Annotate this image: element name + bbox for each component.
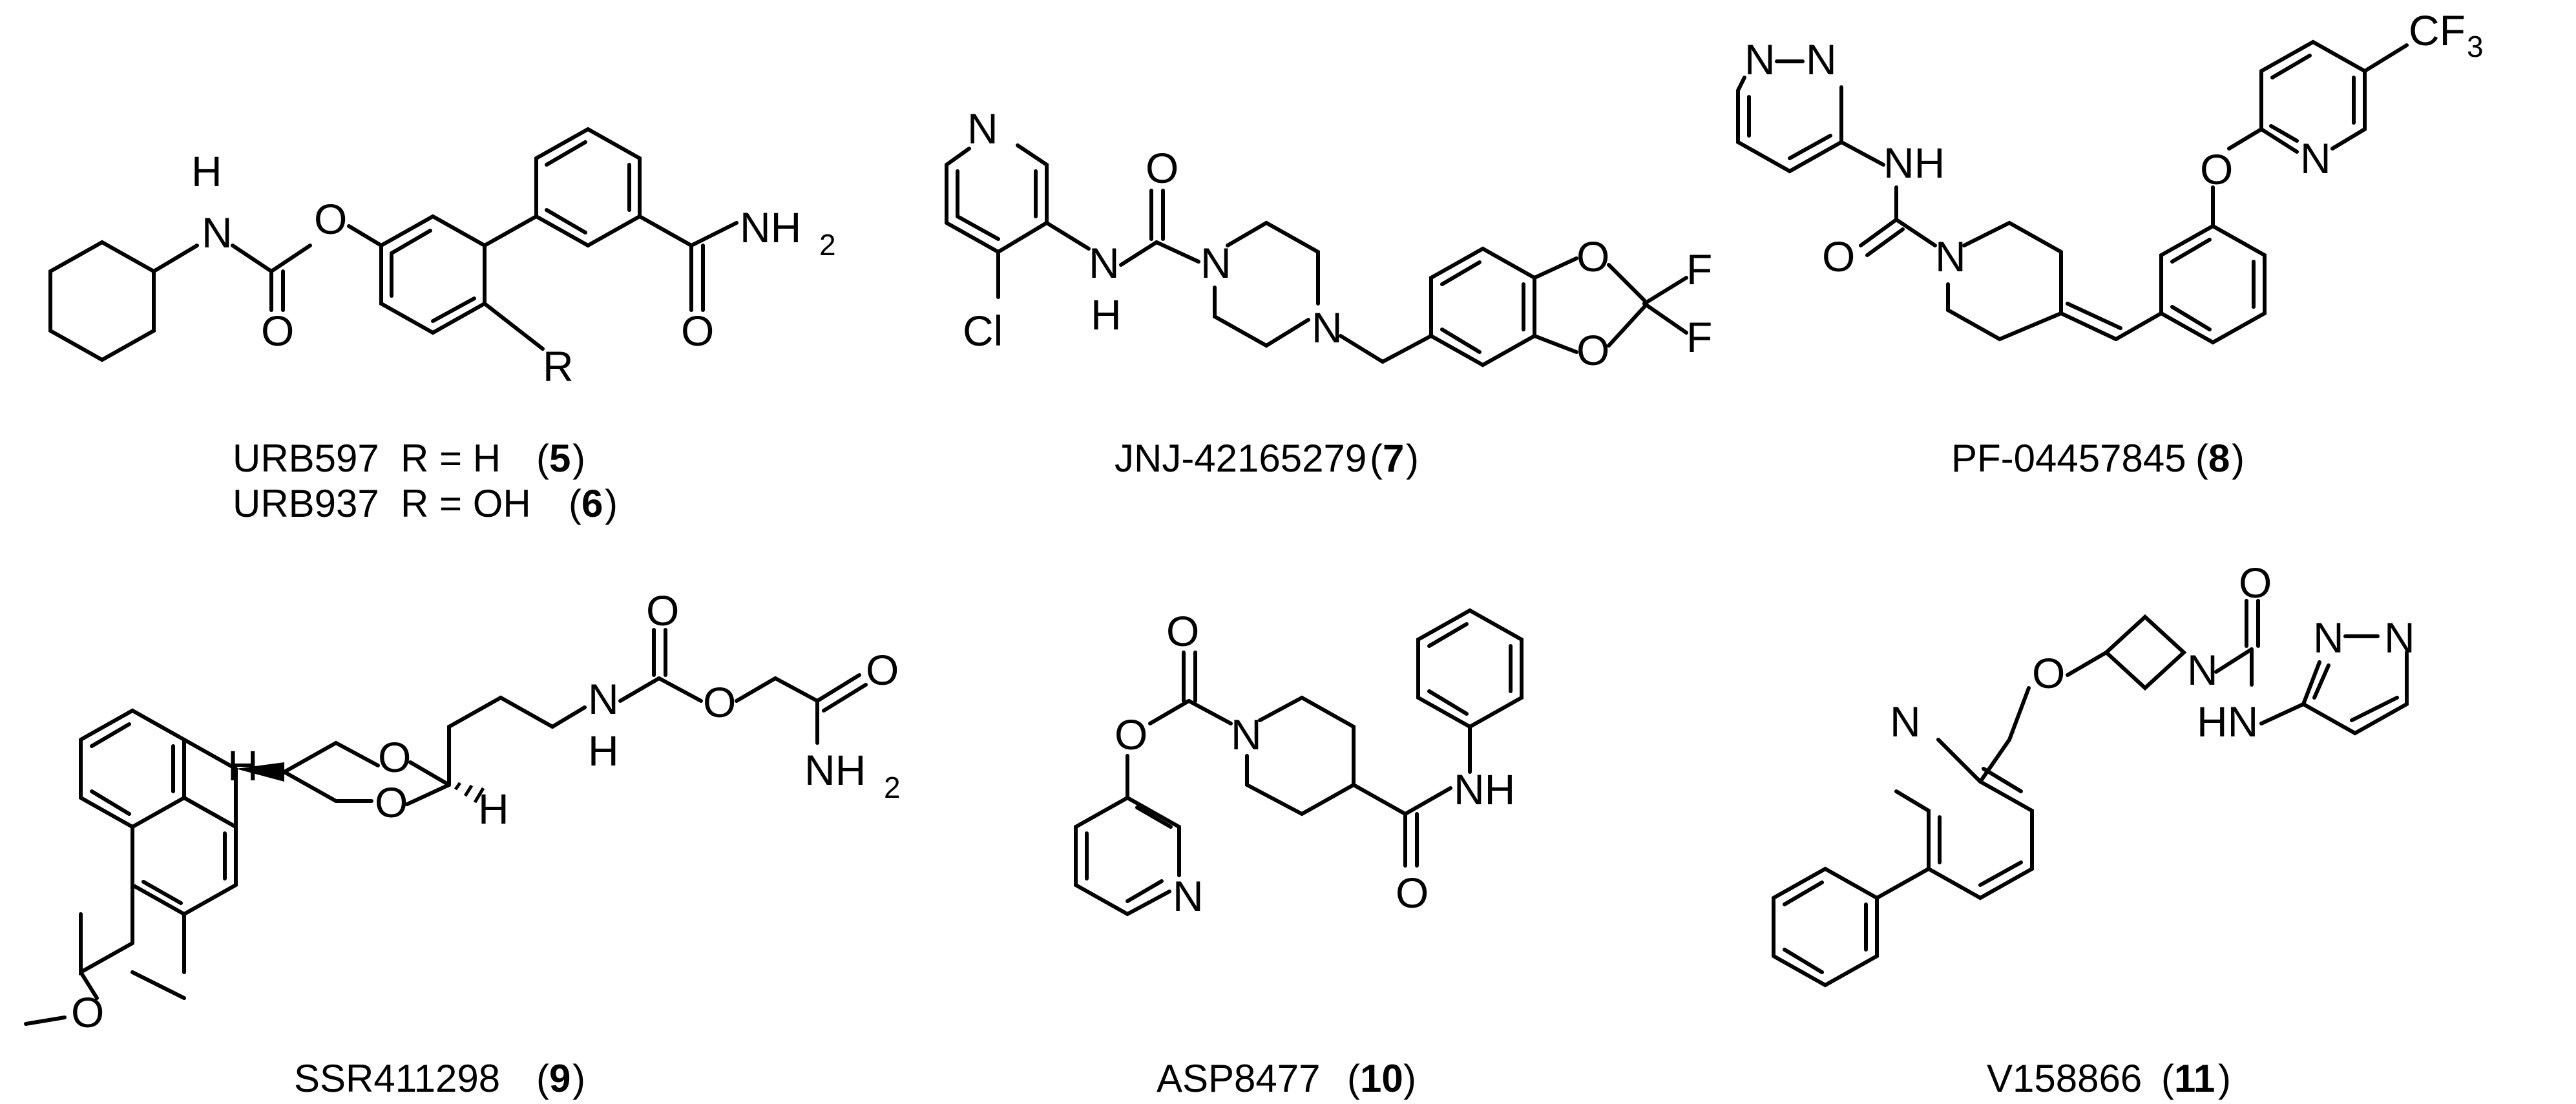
paren: ) [2232, 437, 2245, 480]
atom-o: O [646, 587, 679, 634]
atom-o: O [261, 307, 294, 355]
atom-cl: Cl [963, 307, 1003, 355]
atom-n: N [1935, 233, 1966, 280]
paren: ) [572, 437, 585, 480]
atom-n: N [1312, 304, 1343, 351]
atom-h: H [227, 742, 258, 789]
structure-v158866: N O N O HN N N [1772, 559, 2415, 988]
atom-o: O [703, 678, 736, 726]
atom-h: H [1091, 291, 1122, 338]
atom-o: O [681, 307, 714, 355]
atom-n: N [588, 675, 619, 723]
atom-nh2: NH [804, 746, 866, 794]
caption-urb937-name: URB937 [233, 482, 379, 525]
atom-o: O [1115, 711, 1147, 758]
atom-o: O [378, 733, 411, 781]
paren: ( [2195, 437, 2208, 480]
caption-asp8477-num: 10 [1360, 1057, 1403, 1100]
atom-f: F [1686, 245, 1712, 293]
atom-o: O [1146, 144, 1178, 192]
caption-v158866-num: 11 [2174, 1057, 2215, 1100]
atom-o: O [1576, 233, 1609, 280]
atom-nh: NH [1883, 139, 1945, 187]
atom-o: O [1166, 607, 1199, 655]
paren: ( [569, 482, 581, 525]
atom-f: F [1686, 313, 1712, 361]
atom-n: N [967, 105, 998, 152]
caption-jnj42165279-num: 7 [1383, 437, 1404, 480]
atom-n: N [1089, 239, 1120, 287]
atom-n: N [202, 209, 233, 256]
atom-o: O [2032, 649, 2065, 697]
caption-urb597-r: R = H [401, 437, 501, 480]
atom-nh: NH [1454, 766, 1515, 813]
caption-urb937-r: R = OH [401, 482, 531, 525]
paren: ( [2161, 1057, 2174, 1100]
caption-v158866-name: V158866 [1987, 1057, 2142, 1100]
subscript: 2 [819, 228, 836, 262]
caption-urb597-num: 5 [549, 437, 571, 480]
atom-n: N [2187, 646, 2218, 694]
atom-o: O [1396, 869, 1429, 917]
paren: ) [2218, 1057, 2231, 1100]
atom-n: N [2300, 134, 2331, 182]
paren: ( [536, 1057, 549, 1100]
atom-h: H [191, 147, 222, 195]
atom-cf3: CF [2409, 6, 2466, 54]
atom-h: H [588, 727, 619, 775]
paren: ) [605, 482, 618, 525]
atom-o: O [314, 195, 347, 243]
paren: ) [572, 1057, 585, 1100]
atom-o: O [1576, 326, 1609, 374]
subscript: 2 [884, 771, 901, 804]
atom-n: N [1806, 36, 1837, 83]
paren: ( [1347, 1057, 1360, 1100]
structure-ssr411298: O H O O H N H O O O NH 2 [24, 587, 901, 1036]
atom-nh2: NH [740, 203, 801, 251]
caption-urb597-name: URB597 [233, 437, 379, 480]
paren: ( [536, 437, 549, 480]
subscript: 3 [2467, 30, 2484, 63]
atom-o: O [71, 988, 104, 1036]
caption-jnj42165279-name: JNJ-42165279 [1115, 437, 1367, 480]
paren: ) [1403, 1057, 1416, 1100]
atom-n: N [2384, 614, 2415, 661]
caption-ssr411298-name: SSR411298 [294, 1057, 500, 1100]
atom-n: N [1231, 711, 1262, 758]
caption-pf04457845-name: PF-04457845 [1951, 437, 2186, 480]
caption-asp8477-name: ASP8477 [1157, 1057, 1321, 1100]
atom-o: O [1822, 233, 1855, 280]
atom-h: H [478, 785, 509, 833]
atom-o: O [2200, 145, 2233, 193]
structure-pf04457845: N N NH O N O N CF 3 [1736, 6, 2484, 345]
atom-r: R [543, 342, 574, 390]
structure-asp8477: O O N N O NH [1074, 607, 1524, 920]
atom-n: N [1744, 36, 1775, 83]
caption-urb937-num: 6 [581, 482, 603, 525]
paren: ) [1406, 437, 1419, 480]
atom-n: N [1200, 239, 1231, 287]
atom-o: O [866, 646, 899, 694]
atom-n: N [1173, 872, 1204, 920]
atom-n: N [2313, 614, 2344, 661]
atom-hn: HN [2197, 698, 2258, 745]
structure-jnj42165279: N Cl N H O N N O O F F [945, 105, 1712, 374]
atom-n: N [1890, 698, 1921, 745]
caption-ssr411298-num: 9 [549, 1057, 571, 1100]
atom-o: O [375, 778, 408, 826]
atom-o: O [2239, 559, 2272, 607]
structure-urb597: N H O O R O NH 2 [48, 127, 836, 390]
paren: ( [1370, 437, 1383, 480]
caption-pf04457845-num: 8 [2208, 437, 2230, 480]
